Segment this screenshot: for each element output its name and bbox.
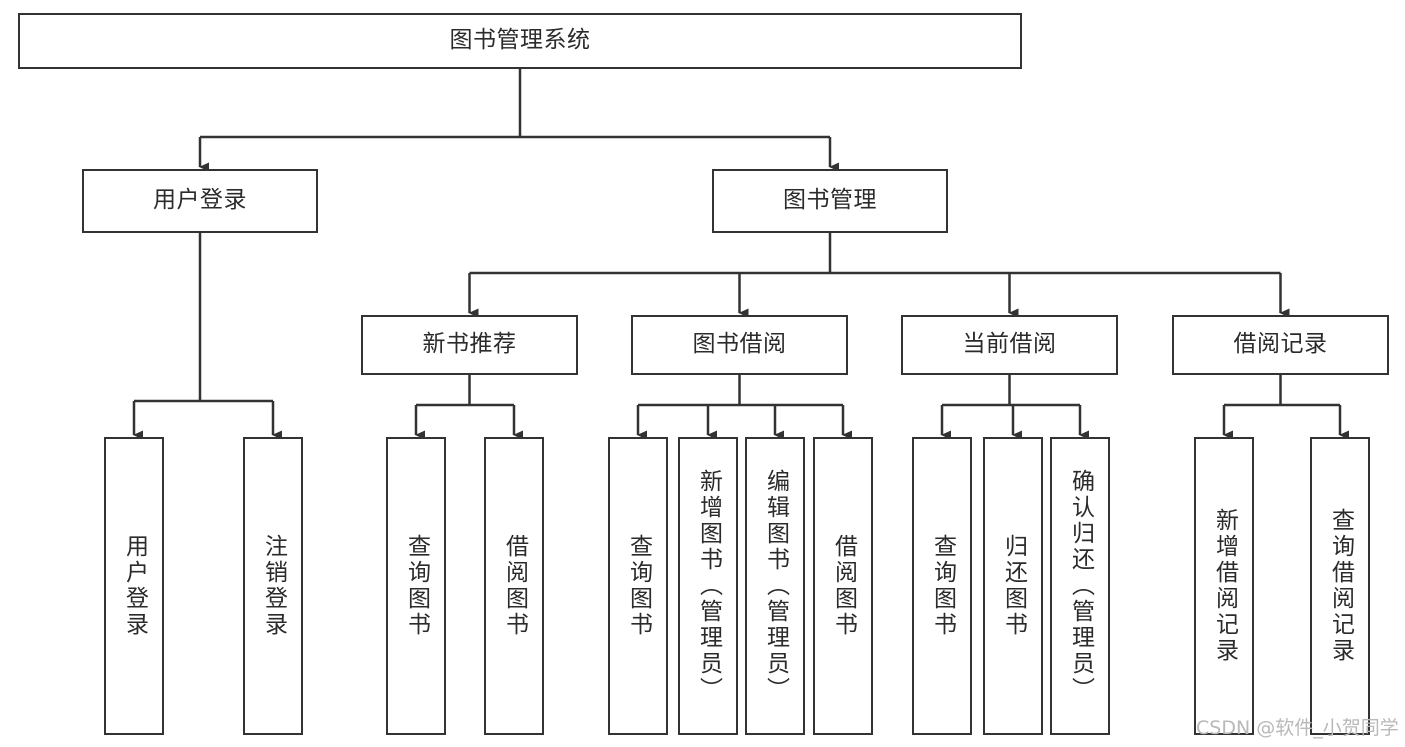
node-leaf5[interactable]: 查询图书 (608, 437, 668, 735)
node-leaf3[interactable]: 查询图书 (386, 437, 446, 735)
node-leaf9[interactable]: 查询图书 (912, 437, 972, 735)
csdn-watermark: CSDN @软件_小贺同学 (1196, 717, 1399, 739)
node-newbook[interactable]: 新书推荐 (361, 315, 578, 375)
node-leaf12[interactable]: 新增借阅记录 (1194, 437, 1254, 735)
node-leaf7[interactable]: 编辑图书（管理员） (745, 437, 805, 735)
node-leaf13[interactable]: 查询借阅记录 (1310, 437, 1370, 735)
node-label: 借阅图书 (501, 534, 528, 638)
node-label: 图书管理 (783, 187, 877, 214)
node-label: 查询图书 (625, 534, 652, 638)
node-root[interactable]: 图书管理系统 (18, 13, 1022, 69)
node-label: 查询图书 (403, 534, 430, 638)
node-leaf2[interactable]: 注销登录 (243, 437, 303, 735)
node-label: 新增图书（管理员） (695, 469, 722, 703)
node-label: 用户登录 (121, 534, 148, 638)
node-records[interactable]: 借阅记录 (1172, 315, 1389, 375)
node-label: 归还图书 (1000, 534, 1027, 638)
node-label: 用户登录 (153, 187, 247, 214)
node-label: 查询图书 (929, 534, 956, 638)
node-borrow[interactable]: 图书借阅 (631, 315, 848, 375)
node-label: 借阅图书 (830, 534, 857, 638)
node-label: 当前借阅 (962, 331, 1057, 358)
node-label: 注销登录 (260, 534, 287, 638)
node-label: 借阅记录 (1233, 331, 1328, 358)
node-current[interactable]: 当前借阅 (901, 315, 1118, 375)
node-leaf6[interactable]: 新增图书（管理员） (678, 437, 738, 735)
node-login[interactable]: 用户登录 (82, 169, 318, 233)
node-leaf1[interactable]: 用户登录 (104, 437, 164, 735)
node-label: 新书推荐 (422, 331, 517, 358)
node-label: 查询借阅记录 (1327, 508, 1354, 664)
node-label: 编辑图书（管理员） (762, 469, 789, 703)
node-label: 新增借阅记录 (1211, 508, 1238, 664)
node-label: 确认归还（管理员） (1067, 469, 1094, 703)
node-leaf10[interactable]: 归还图书 (983, 437, 1043, 735)
node-label: 图书借阅 (692, 331, 787, 358)
node-label: 图书管理系统 (449, 27, 591, 54)
node-leaf8[interactable]: 借阅图书 (813, 437, 873, 735)
node-bookmgmt[interactable]: 图书管理 (712, 169, 948, 233)
node-leaf11[interactable]: 确认归还（管理员） (1050, 437, 1110, 735)
node-leaf4[interactable]: 借阅图书 (484, 437, 544, 735)
